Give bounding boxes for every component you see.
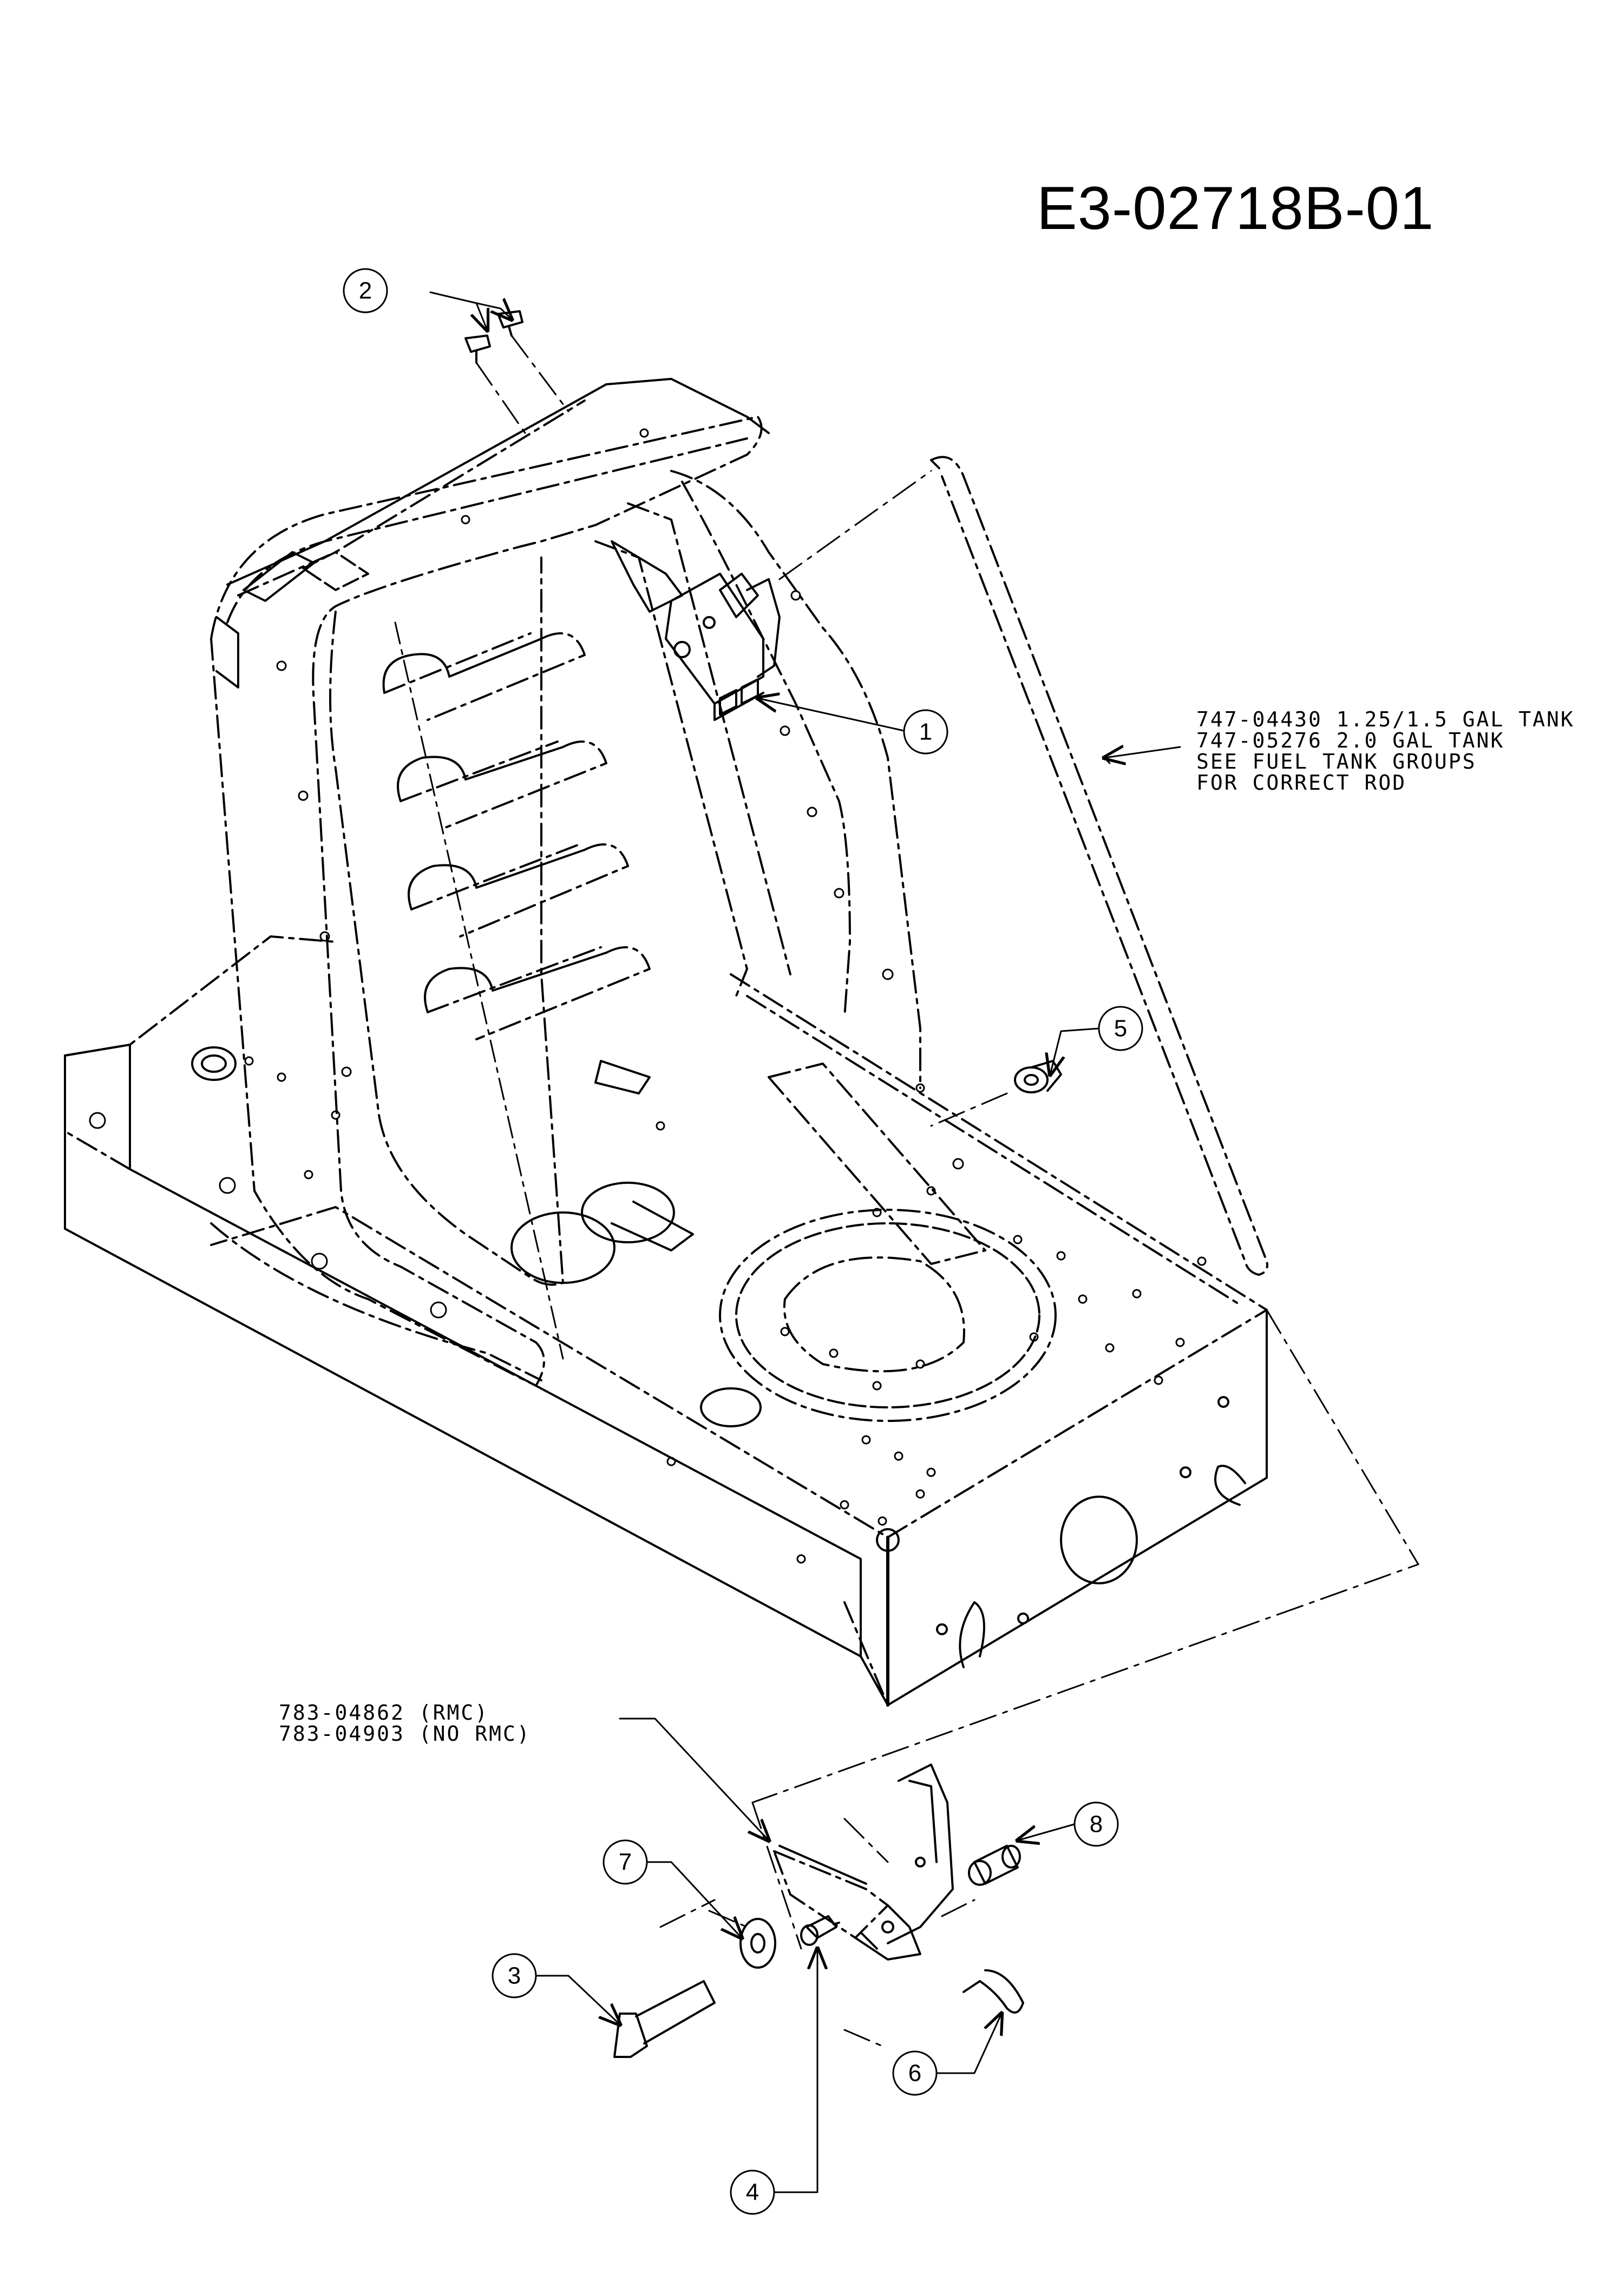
callout-numbers: 1 2 3 4 5 6 7 8 <box>359 278 1127 2206</box>
fuel-tank-rod <box>930 456 1268 1276</box>
rod-note-line-1: 747-04430 1.25/1.5 GAL TANK <box>1196 707 1575 731</box>
bushing-part-8 <box>968 1845 1021 1886</box>
hairpin-clip-part-6 <box>962 1969 1024 2014</box>
bracket-part-note: 783-04862 (RMC) 783-04903 (NO RMC) <box>279 1702 531 1745</box>
callout-8: 8 <box>1090 1811 1103 1838</box>
assembly-center-lines <box>475 335 1419 2047</box>
washer-part-7 <box>739 1918 776 1969</box>
rod-note-line-4: FOR CORRECT ROD <box>1196 771 1407 795</box>
callout-1: 1 <box>919 719 932 745</box>
fuel-tank-rod-note: 747-04430 1.25/1.5 GAL TANK 747-05276 2.… <box>1196 709 1575 794</box>
screws-part-2 <box>464 310 523 364</box>
bolt-part-3 <box>613 1980 716 2058</box>
callout-leaders <box>429 291 1181 2193</box>
seat-back-panel <box>210 378 921 1387</box>
deck-holes <box>89 1056 1207 1564</box>
drawing-number: E3-02718B-01 <box>1037 174 1435 242</box>
callout-circles <box>343 268 1143 2215</box>
callout-7: 7 <box>619 1849 632 1876</box>
callout-2: 2 <box>359 278 372 304</box>
nut-part-5 <box>1014 1060 1062 1093</box>
bracket-assembly <box>773 1764 954 1961</box>
chassis-frame <box>64 935 1268 1707</box>
callout-4: 4 <box>746 2179 759 2206</box>
bracket-note-line-2: 783-04903 (NO RMC) <box>279 1722 531 1746</box>
callout-6: 6 <box>908 2060 921 2087</box>
rod-note-line-2: 747-05276 2.0 GAL TANK <box>1196 729 1505 752</box>
bracket-note-line-1: 783-04862 (RMC) <box>279 1701 489 1725</box>
pin-part-4 <box>800 1915 840 1946</box>
seat-switch-part-1 <box>611 540 781 721</box>
rod-note-line-3: SEE FUEL TANK GROUPS <box>1196 750 1477 774</box>
callout-3: 3 <box>508 1963 521 1989</box>
callout-5: 5 <box>1114 1015 1127 1042</box>
